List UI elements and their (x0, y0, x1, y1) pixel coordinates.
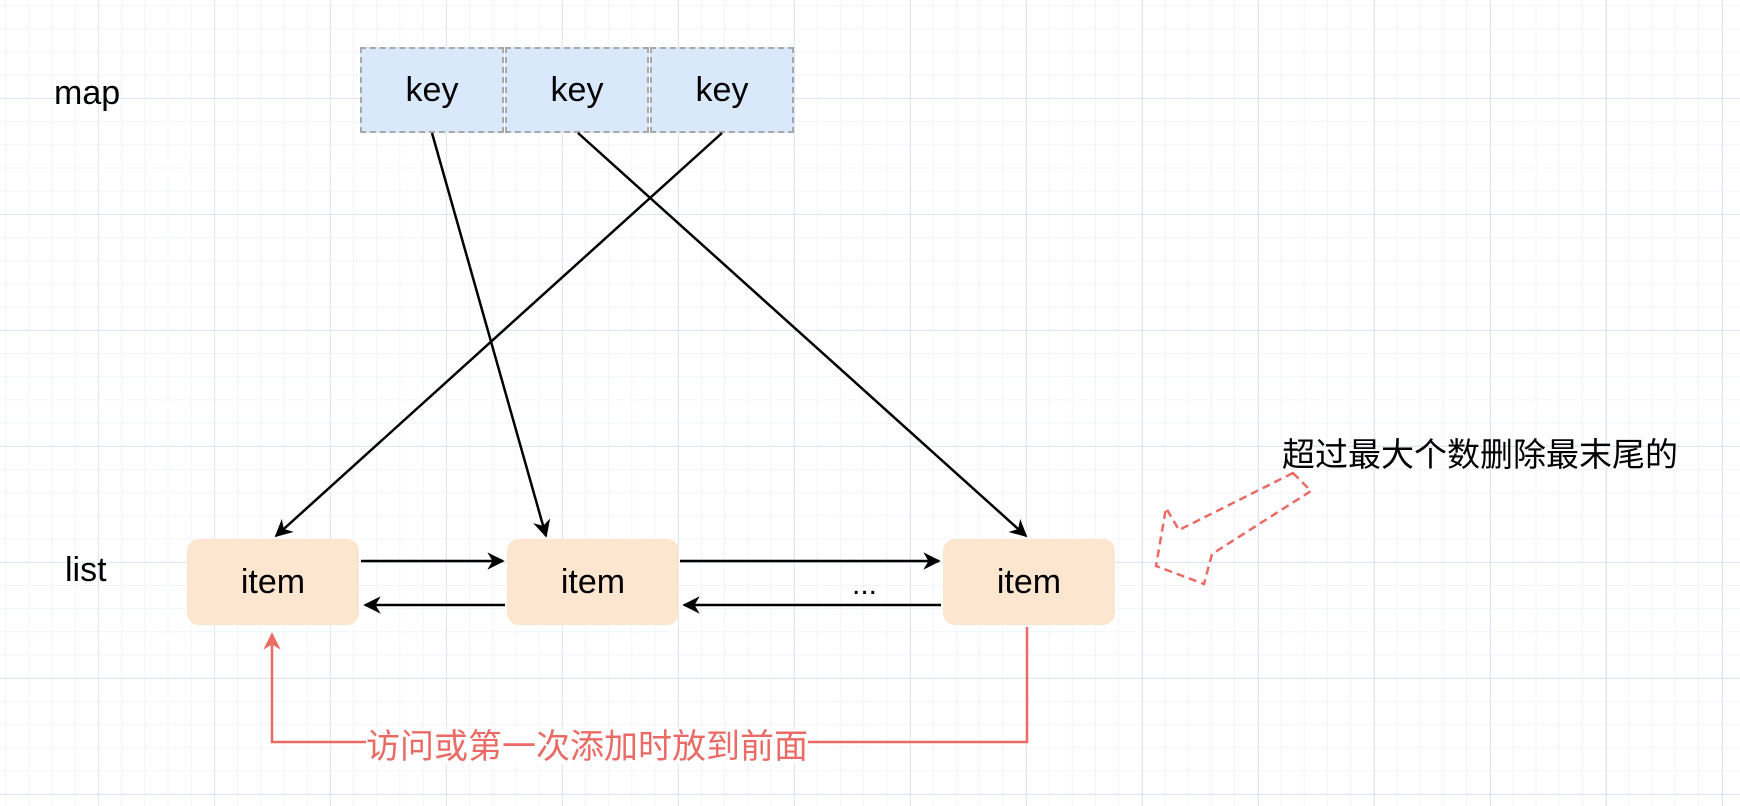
move-to-front-note: 访问或第一次添加时放到前面 (366, 727, 808, 767)
map-key-3: key (650, 47, 794, 133)
edge-key3-to-item1 (274, 132, 723, 538)
list-item-3: item (943, 539, 1115, 625)
edge-move-to-front (263, 627, 1029, 744)
map-label: map (54, 74, 121, 112)
edge-key1-to-item2 (430, 132, 551, 538)
list-item-1: item (187, 539, 359, 625)
map-key-2: key (505, 47, 649, 133)
evict-arrow-icon (1154, 471, 1313, 586)
map-key-1: key (360, 47, 504, 133)
evict-note: 超过最大个数删除最末尾的 (1282, 435, 1678, 474)
list-label: list (65, 551, 107, 589)
ellipsis-label: ... (852, 568, 878, 601)
edge-key2-to-item3 (577, 132, 1028, 538)
list-item-2: item (507, 539, 679, 625)
